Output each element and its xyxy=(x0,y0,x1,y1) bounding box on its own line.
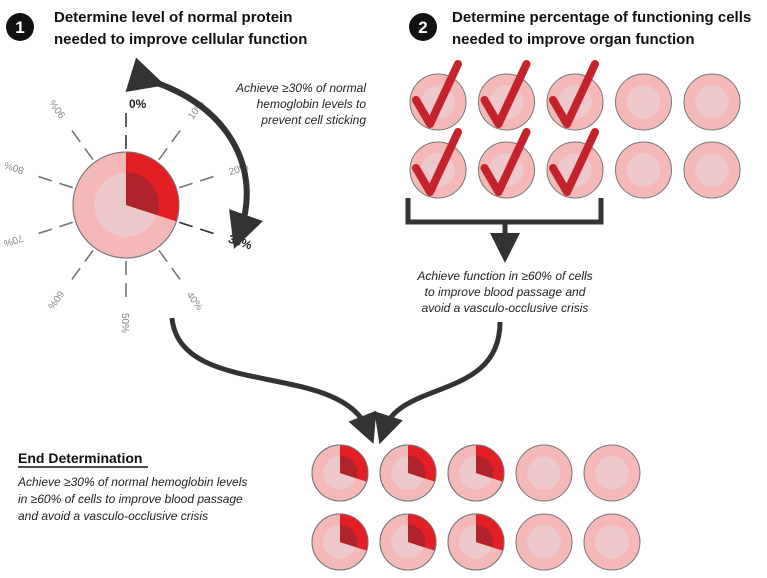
dial-tick xyxy=(158,249,186,287)
cell xyxy=(515,513,573,571)
step2-badge xyxy=(409,13,437,41)
cell xyxy=(72,151,180,259)
cell xyxy=(379,444,437,502)
cell xyxy=(447,513,505,571)
dial-tick xyxy=(66,249,94,287)
dial-note-line3: prevent cell sticking xyxy=(260,113,366,127)
dial-tick xyxy=(30,173,73,189)
step2-title-line2: needed to improve organ function xyxy=(452,31,695,48)
checkmark-icon xyxy=(480,128,531,196)
cell xyxy=(683,73,741,131)
end-heading: End Determination xyxy=(18,450,142,466)
merge-arrow-left xyxy=(169,317,377,444)
cell-center xyxy=(626,153,661,187)
protein-level-dial: 0%10%20%30%40%50%60%70%80%90% xyxy=(2,97,254,333)
cell xyxy=(515,444,573,502)
step2-number: 2 xyxy=(418,18,427,37)
dial-note-line1: Achieve ≥30% of normal xyxy=(235,81,366,95)
cell xyxy=(447,444,505,502)
cell xyxy=(311,444,369,502)
dial-tick xyxy=(30,221,73,237)
dial-tick-label: 90% xyxy=(47,97,68,120)
dial-note-line2: hemoglobin levels to xyxy=(257,97,367,111)
cell xyxy=(583,444,641,502)
end-line2: in ≥60% of cells to improve blood passag… xyxy=(18,492,243,506)
cell-outline xyxy=(379,513,437,571)
cell-fill-wedge-inner xyxy=(340,524,358,548)
end-line1: Achieve ≥30% of normal hemoglobin levels xyxy=(17,475,247,489)
cell-outline xyxy=(379,444,437,502)
cell-fill-wedge-inner xyxy=(408,455,426,479)
dial-tick xyxy=(179,173,222,189)
cells-grid xyxy=(409,60,741,199)
cell xyxy=(583,513,641,571)
cell-outline xyxy=(311,513,369,571)
cell-outline xyxy=(447,513,505,571)
cell-outline xyxy=(311,444,369,502)
dial-tick-label: 50% xyxy=(119,313,130,333)
step1-number: 1 xyxy=(15,18,24,37)
checkmark-icon xyxy=(412,128,462,196)
dial-tick xyxy=(179,221,222,237)
step1-badge xyxy=(6,13,34,41)
step1-header: 1 Determine level of normal protein need… xyxy=(6,9,307,48)
checkmark-icon xyxy=(549,60,599,128)
dial-tick-label: 80% xyxy=(3,159,26,176)
dial-tick xyxy=(66,123,94,161)
cells-note-line3: avoid a vasculo-occlusive crisis xyxy=(422,301,589,315)
end-cells-grid xyxy=(311,444,641,571)
bracket xyxy=(405,198,604,225)
cell xyxy=(615,141,672,199)
cell xyxy=(615,73,672,131)
cell-center xyxy=(626,85,661,119)
dial-tick-label: 60% xyxy=(45,288,66,311)
cell-fill-wedge-inner xyxy=(408,524,426,548)
cell-center xyxy=(695,153,729,187)
cell-fill-wedge-inner xyxy=(476,455,494,479)
cell-fill-wedge-inner xyxy=(340,455,358,479)
cell xyxy=(311,513,369,571)
step2-header: 2 Determine percentage of functioning ce… xyxy=(409,9,751,48)
checkmark-icon xyxy=(480,60,531,128)
dial-tick-label: 70% xyxy=(2,232,25,249)
curved-double-arrow xyxy=(125,57,263,249)
cell-center xyxy=(595,525,629,559)
cell-center xyxy=(527,456,561,490)
end-line3: and avoid a vasculo-occlusive crisis xyxy=(18,509,208,523)
cell-center xyxy=(527,525,561,559)
dial-tick xyxy=(158,123,186,161)
step1-title-line2: needed to improve cellular function xyxy=(54,31,307,48)
cell-outline xyxy=(447,444,505,502)
cell xyxy=(683,141,741,199)
dial-tick-label: 30% xyxy=(227,232,254,253)
checkmark-icon xyxy=(549,128,599,196)
merge-arrow-right xyxy=(374,321,503,445)
cell-center xyxy=(695,85,729,119)
step2-title-line1: Determine percentage of functioning cell… xyxy=(452,9,751,26)
step1-title-line1: Determine level of normal protein xyxy=(54,9,292,26)
dial-tick-label: 40% xyxy=(184,290,205,313)
cells-note-line1: Achieve function in ≥60% of cells xyxy=(416,269,592,283)
cell xyxy=(379,513,437,571)
cells-note-line2: to improve blood passage and xyxy=(425,285,586,299)
checkmark-icon xyxy=(412,60,462,128)
cell-center xyxy=(595,456,629,490)
cell-fill-wedge-inner xyxy=(476,524,494,548)
dial-tick-label: 0% xyxy=(129,97,147,111)
